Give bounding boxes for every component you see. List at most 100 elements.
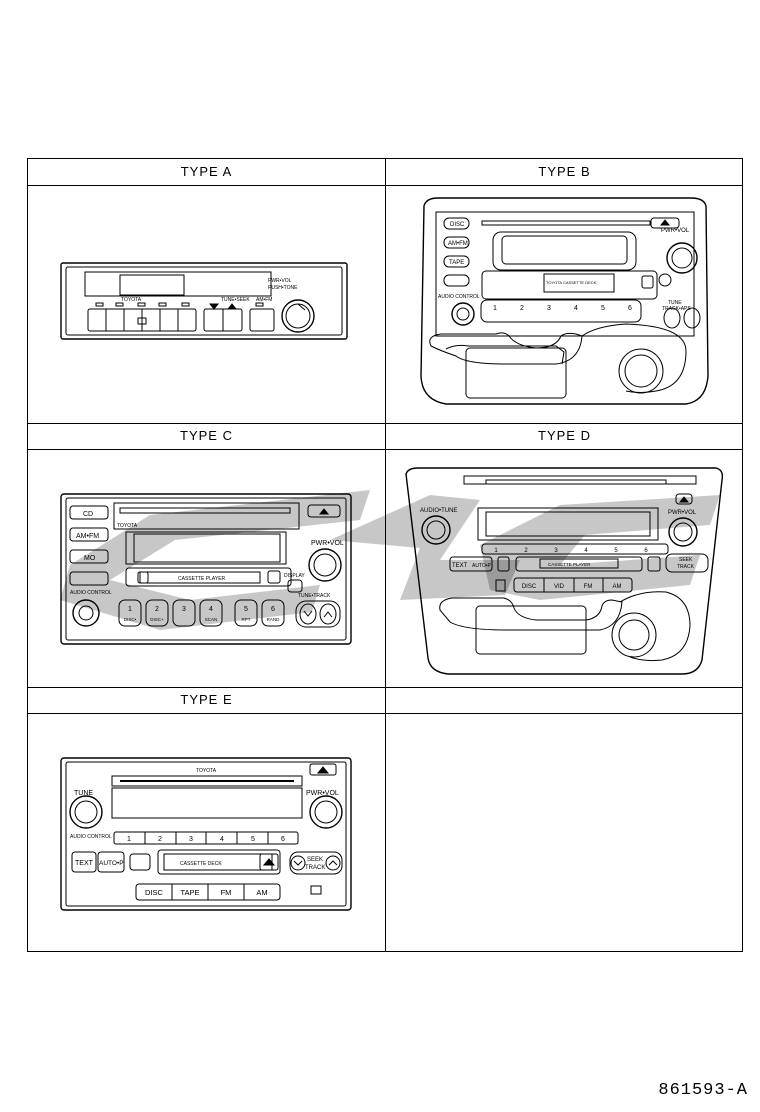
preset-4-sub: SCAN [205,617,218,622]
brand-label: TOYOTA [121,297,142,303]
pwr-vol-label: PWR•VOL [661,228,690,234]
pwr-vol-label: PWR•VOL [668,510,697,516]
am-fm-button[interactable] [249,308,275,332]
preset-buttons[interactable] [118,599,285,627]
tune-label: TUNE [668,300,682,306]
preset-bar[interactable] [480,299,642,323]
tape-eject-button[interactable] [641,275,654,289]
preset-6-label: 6 [644,548,648,554]
disc-button[interactable] [443,217,470,230]
mo-button[interactable] [69,549,109,564]
type-grid: TYPE A TYPE B TYPE C TYPE D TYPE E TOYOT… [27,158,743,952]
display-label: DISPLAY [284,573,305,579]
audio-tune-knob[interactable] [421,515,451,545]
grid-divider [28,185,742,186]
pwr-vol-knob[interactable] [308,548,342,582]
eject-button[interactable] [675,493,693,505]
preset-1-sub: DISC• [124,617,137,622]
track-label: TRACK•APS [662,306,691,312]
preset-5-sub: RPT [242,617,251,622]
tape-eject-button[interactable] [259,853,279,871]
preset-bar[interactable] [481,543,669,555]
header-empty [386,687,743,713]
seek-track-button[interactable] [289,851,343,875]
pwr-vol-knob[interactable] [668,517,698,547]
pwr-vol-knob[interactable] [309,795,343,829]
amfm-label: AM•FM [448,241,468,247]
audio-tune-label: AUDIO•TUNE [420,508,457,514]
brand-label: TOYOTA [196,768,217,774]
eject-button[interactable] [309,763,337,776]
mode-button[interactable] [69,571,109,586]
preset-3-label: 3 [547,305,551,312]
preset-4-label: 4 [574,305,578,312]
preset-5-label: 5 [244,606,248,613]
eject-button[interactable] [307,504,341,518]
fm-label: FM [584,584,593,590]
auto-p-label: AUTO•P [99,860,124,867]
tune-up-button[interactable] [319,603,337,625]
mode-button[interactable] [497,556,510,572]
preset-leds [95,302,264,307]
tape-eject-button[interactable] [647,556,661,572]
disc-label: DISC [522,584,537,590]
cassette-label: CASSETTE PLAYER [178,576,226,582]
preset-6-label: 6 [271,606,275,613]
preset-6-label: 6 [628,305,632,312]
audio-control-knob[interactable] [72,599,100,627]
pwr-vol-label: PWR•VOL [311,540,344,547]
tape-eject-button[interactable] [267,570,281,584]
preset-1-label: 1 [127,836,131,843]
preset-5-label: 5 [251,836,255,843]
eject-button[interactable] [650,217,680,229]
tune-up-button[interactable] [683,307,701,329]
mode-button[interactable] [129,853,151,871]
display-button[interactable] [287,579,303,593]
cassette-label: CASSETTE DECK [180,861,222,867]
audio-control-knob[interactable] [451,302,475,326]
diagram-code: 861593-A [658,1081,748,1100]
header-type-a: TYPE A [180,164,233,179]
seek-track-button[interactable] [665,553,709,573]
auto-p-button[interactable] [97,851,125,873]
vid-label: VID [554,584,565,590]
header-type-d: TYPE D [538,428,591,443]
tune-knob[interactable] [69,795,103,829]
audio-control-label: AUDIO CONTROL [70,834,112,840]
am-label: AM [613,584,622,590]
grid-divider [28,713,742,714]
seek-label: SEEK [679,557,693,563]
tune-label: TUNE [74,790,93,797]
preset-4-label: 4 [209,606,213,613]
pwr-vol-knob[interactable] [281,299,315,333]
radio-type-e: TOYOTA TUNE PWR•VOL AUDIO CONTROL 1 [28,714,385,952]
tape-label: TAPE [449,260,464,266]
tape-button[interactable] [443,255,470,268]
cd-label: CD [83,511,93,518]
source-bar[interactable] [513,577,633,593]
tune-down-button[interactable] [299,603,317,625]
radio-type-d: AUDIO•TUNE PWR•VOL 1 2 3 4 5 6 [386,450,743,687]
pwr-vol-knob[interactable] [666,242,698,274]
amfm-button[interactable] [443,236,470,249]
mode-button[interactable] [443,274,470,287]
preset-5-label: 5 [601,305,605,312]
mo-label: MO [84,555,96,562]
tune-down-button[interactable] [663,307,681,329]
track-label: TRACK [677,564,695,570]
preset-3-label: 3 [189,836,193,843]
radio-type-b: DISC AM•FM TAPE TOYOTA CASSETTE DECK PWR… [386,186,743,423]
cd-button[interactable] [69,505,109,520]
text-button[interactable] [71,851,97,873]
disc-label: DISC [145,888,164,897]
preset-5-label: 5 [614,548,618,554]
grid-divider-vertical [385,159,386,951]
am-fm-label: AM•FM [256,297,272,303]
grid-divider [28,423,742,424]
header-type-e: TYPE E [180,692,233,707]
text-autop-button[interactable] [449,556,493,572]
amfm-button[interactable] [69,527,109,542]
text-label: TEXT [75,860,94,867]
preset-2-label: 2 [155,606,159,613]
